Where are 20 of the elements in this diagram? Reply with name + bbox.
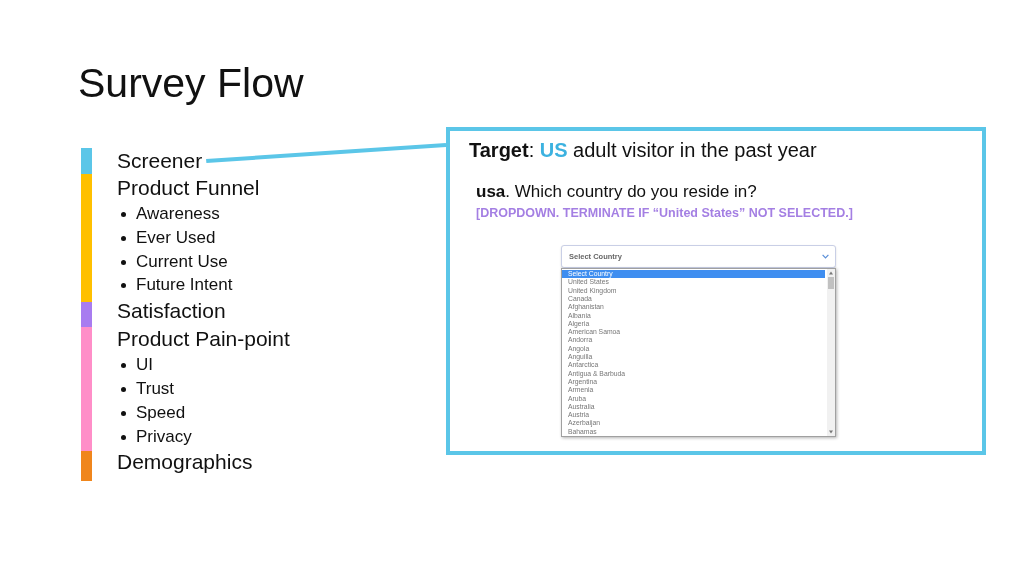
question-text: usa. Which country do you reside in? xyxy=(476,181,757,203)
dropdown-list xyxy=(561,268,836,437)
section-label: Satisfaction xyxy=(117,298,226,324)
target-text: Target: US adult visitor in the past year xyxy=(469,138,817,162)
list-item: Trust xyxy=(136,378,175,400)
section-label: Demographics xyxy=(117,449,253,475)
instruction-note: [DROPDOWN. TERMINATE IF “United States” NOT SELECTED.] xyxy=(476,205,853,221)
list-item: Awareness xyxy=(136,203,220,225)
section-label: Product Funnel xyxy=(117,175,260,201)
question-panel xyxy=(446,127,986,455)
list-item: UI xyxy=(136,354,153,376)
section-label: Screener xyxy=(117,148,203,174)
section-label: Product Pain-point xyxy=(117,326,290,352)
list-item: Privacy xyxy=(136,426,192,448)
list-item: Current Use xyxy=(136,251,228,273)
leader-line xyxy=(206,143,447,163)
list-item: Ever Used xyxy=(136,227,216,249)
slide-title: Survey Flow xyxy=(78,59,304,108)
list-item: Speed xyxy=(136,402,186,424)
list-item: Future Intent xyxy=(136,274,233,296)
